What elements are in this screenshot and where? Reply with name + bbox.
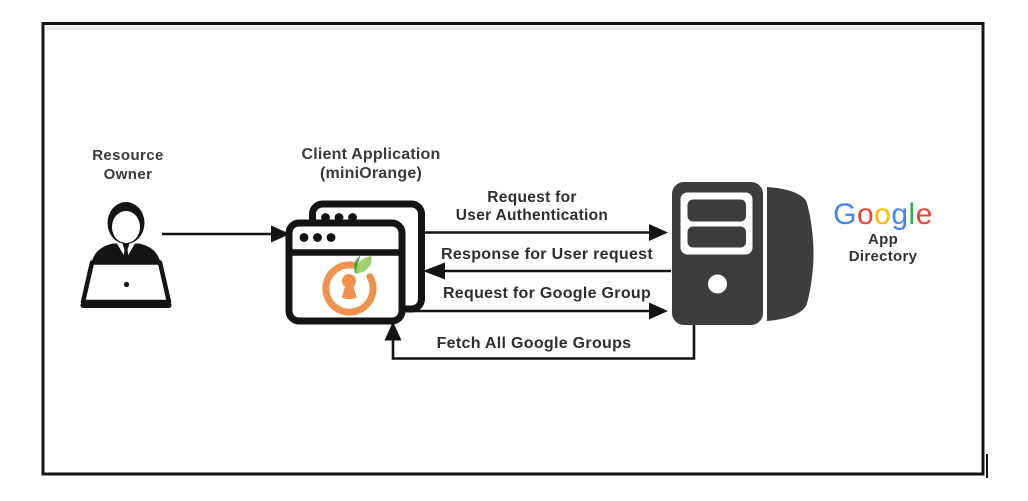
keyhole-circle [342, 274, 356, 288]
request-auth-line1: Request for [487, 189, 577, 206]
arrowhead-right [649, 302, 668, 320]
leaf-light [356, 256, 372, 274]
arrow-response-user-request [423, 262, 671, 280]
person-at-laptop-icon [80, 202, 172, 308]
arrowhead-left [423, 262, 445, 280]
arrow-owner-to-client [162, 225, 290, 243]
google-logo: Google [833, 198, 933, 231]
arrow-request-google-group [404, 302, 668, 320]
server-side-panel [767, 187, 814, 321]
laptop-base [80, 302, 172, 308]
leaf-dark [354, 255, 361, 274]
resource-owner-line1: Resource [92, 147, 164, 164]
keyhole-tail [341, 286, 357, 300]
google-directory-directory: Directory [848, 248, 918, 265]
client-application-label: Client Application (miniOrange) [281, 145, 461, 183]
client-application-line1: Client Application [301, 146, 441, 163]
arrow-request-user-authentication [424, 224, 668, 241]
text-cursor-artifact [986, 454, 988, 478]
fetch-all-google-groups-label: Fetch All Google Groups [436, 335, 632, 352]
client-application-line2: (miniOrange) [320, 165, 422, 182]
server-drive-slot-2 [687, 226, 746, 248]
front-window-dots [299, 233, 336, 242]
frame-top-strip [46, 26, 980, 30]
arrowhead-right [649, 224, 668, 241]
google-directory-label: Google App Directory [818, 198, 948, 265]
request-google-group-label: Request for Google Group [442, 285, 652, 302]
google-directory-app: App [867, 231, 899, 248]
browser-windows-icon [285, 200, 425, 325]
arrow-fetch-all-google-groups [384, 321, 696, 360]
request-user-authentication-label: Request for User Authentication [422, 189, 642, 225]
server-power-button [708, 274, 727, 294]
arrowhead-right [271, 225, 290, 243]
laptop-dot [123, 281, 130, 288]
request-auth-line2: User Authentication [455, 207, 609, 224]
miniorange-lock-logo [322, 255, 377, 316]
resource-owner-line2: Owner [103, 166, 153, 183]
miniorange-ring [322, 261, 377, 316]
arrowhead-up [384, 321, 402, 341]
server-drive-slot-1 [687, 199, 746, 222]
server-icon [672, 182, 814, 325]
diagram-frame [41, 22, 985, 476]
resource-owner-label: Resource Owner [48, 146, 208, 184]
person-face [112, 211, 140, 243]
response-user-request-label: Response for User request [440, 246, 653, 263]
